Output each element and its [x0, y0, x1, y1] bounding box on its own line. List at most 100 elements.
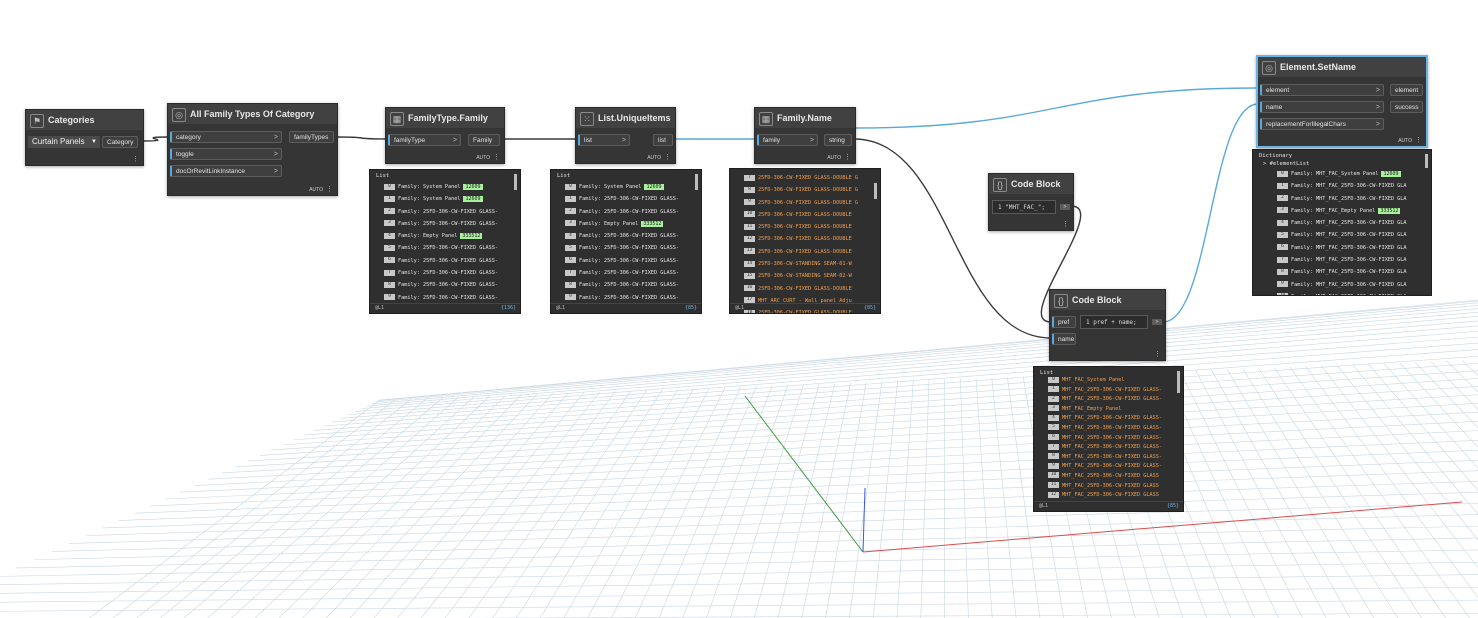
element-id-badge[interactable]: 12609: [644, 184, 664, 190]
node-header[interactable]: ▦FamilyType.Family: [386, 108, 504, 128]
node-header[interactable]: ⚑Categories: [26, 110, 143, 130]
element-input-port[interactable]: element>: [1260, 84, 1384, 96]
code-editor[interactable]: 1 pref + name;: [1080, 315, 1148, 329]
family-name-node[interactable]: ▦Family.Name family> string AUTO⋮: [754, 107, 856, 164]
output-port[interactable]: >: [1060, 204, 1070, 210]
family-output-port[interactable]: Family: [468, 134, 500, 146]
more-options-icon[interactable]: ⋮: [1415, 137, 1422, 144]
success-output-port[interactable]: success: [1390, 101, 1423, 113]
list-output-port[interactable]: list: [653, 134, 673, 146]
replacement-input-port[interactable]: replacementForIllegalChars>: [1260, 118, 1384, 130]
more-options-icon[interactable]: ⋮: [1154, 351, 1161, 358]
element-output-port[interactable]: element: [1390, 84, 1423, 96]
node-header[interactable]: {}Code Block: [989, 174, 1073, 194]
toggle-input-port[interactable]: toggle>: [170, 148, 282, 160]
categories-node[interactable]: ⚑Categories Curtain Panels▼ Category ⋮: [25, 109, 144, 166]
list-item[interactable]: 10Family: MHT_FAC_25FD-306-CW-FIXED GLA: [1277, 291, 1421, 295]
more-options-icon[interactable]: ⋮: [132, 156, 139, 163]
element-id-badge[interactable]: 333512: [460, 233, 483, 240]
node-header[interactable]: ◎Element.SetName: [1258, 57, 1426, 77]
code-editor[interactable]: 1 "MHT_FAC_";: [992, 200, 1056, 214]
node-header[interactable]: {}Code Block: [1050, 290, 1165, 310]
code-block-concat-node[interactable]: {}Code Block pref name 1 pref + name; > …: [1049, 289, 1166, 361]
scrollbar[interactable]: [1177, 371, 1180, 393]
more-options-icon[interactable]: ⋮: [326, 186, 333, 193]
element-id-badge[interactable]: 12609: [1381, 171, 1401, 177]
element-id-badge[interactable]: 333512: [641, 220, 664, 227]
node-header[interactable]: ▦Family.Name: [755, 108, 855, 128]
element-setname-node[interactable]: ◎Element.SetName element> name> replacem…: [1256, 55, 1428, 148]
name-input-port[interactable]: name: [1052, 333, 1076, 345]
familytypes-output-port[interactable]: familyTypes: [289, 131, 334, 143]
family-input-port[interactable]: family>: [757, 134, 818, 146]
scrollbar[interactable]: [695, 174, 698, 190]
code-block-prefix-node[interactable]: {}Code Block 1 "MHT_FAC_"; > ⋮: [988, 173, 1074, 231]
element-id-badge[interactable]: 333512: [1378, 207, 1401, 214]
node-header[interactable]: ◎All Family Types Of Category: [168, 104, 337, 124]
element-id-badge[interactable]: 12609: [463, 184, 483, 190]
scrollbar[interactable]: [874, 183, 877, 199]
more-options-icon[interactable]: ⋮: [844, 154, 851, 161]
all-family-types-node[interactable]: ◎All Family Types Of Category category> …: [167, 103, 338, 196]
familytype-input-port[interactable]: familyType>: [388, 134, 461, 146]
pref-input-port[interactable]: pref: [1052, 316, 1076, 328]
category-output-port[interactable]: Category: [102, 136, 138, 148]
element-id-badge[interactable]: 12609: [463, 196, 483, 203]
output-port[interactable]: >: [1152, 319, 1162, 325]
scrollbar[interactable]: [514, 174, 517, 190]
doc-input-port[interactable]: docOrRevitLinkInstance>: [170, 165, 282, 177]
node-header[interactable]: ⁙List.UniqueItems: [576, 108, 675, 128]
list-uniqueitems-node[interactable]: ⁙List.UniqueItems list> list AUTO⋮: [575, 107, 676, 164]
more-options-icon[interactable]: ⋮: [493, 154, 500, 161]
